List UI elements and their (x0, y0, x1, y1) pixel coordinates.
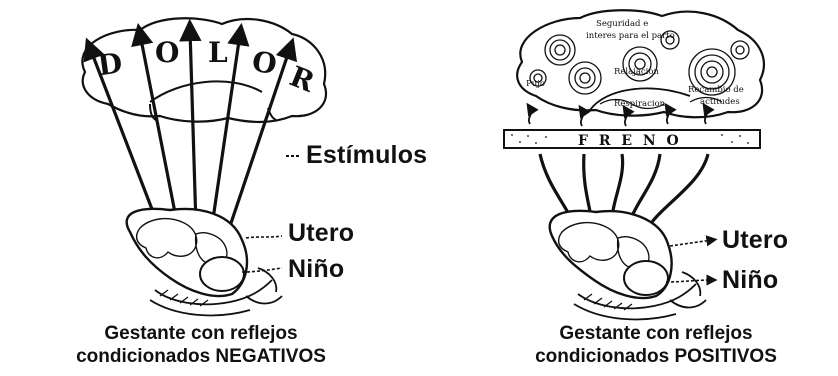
left-caption-line1: Gestante con reflejos (8, 322, 394, 345)
right-caption-line2: condicionados POSITIVOS (478, 345, 834, 368)
right-brain-text-interes: interes para el parto (586, 31, 675, 41)
right-brake-label: F R E N O (578, 133, 682, 149)
left-baby-head (200, 257, 244, 291)
right-uterus-label: Utero (722, 226, 788, 255)
left-uterus-pointer (246, 236, 282, 238)
left-baby-label: Niño (288, 255, 344, 284)
left-caption: Gestante con reflejos condicionados NEGA… (8, 322, 394, 368)
left-baby-pointer (242, 268, 282, 272)
right-brain-text-seguridad: Seguridad e (596, 19, 648, 29)
left-uterus-label: Utero (288, 219, 354, 248)
left-brain-letter-o1: O (155, 36, 179, 69)
right-caption-line1: Gestante con reflejos (478, 322, 834, 345)
right-baby-pointer (666, 280, 712, 282)
right-brain-text-respiracion: Respiracion (614, 99, 666, 109)
left-stimuli-label: Estímulos (306, 141, 427, 170)
right-baby-head (624, 261, 668, 295)
left-brain-letter-l: L (208, 36, 228, 69)
left-caption-line2: condicionados NEGATIVOS (8, 345, 394, 368)
right-baby-label: Niño (722, 266, 778, 295)
right-brain-text-relajacion: Relajacion (614, 67, 660, 77)
right-uterus-pointer (670, 240, 712, 246)
right-caption: Gestante con reflejos condicionados POSI… (478, 322, 834, 368)
right-brain-text-pujo: Pujo (526, 79, 545, 89)
right-brain-text-recambio: Recambio de (688, 85, 744, 95)
left-brain-letter-d: D (96, 46, 125, 82)
right-brain-text-actitudes: actitudes (700, 97, 740, 107)
